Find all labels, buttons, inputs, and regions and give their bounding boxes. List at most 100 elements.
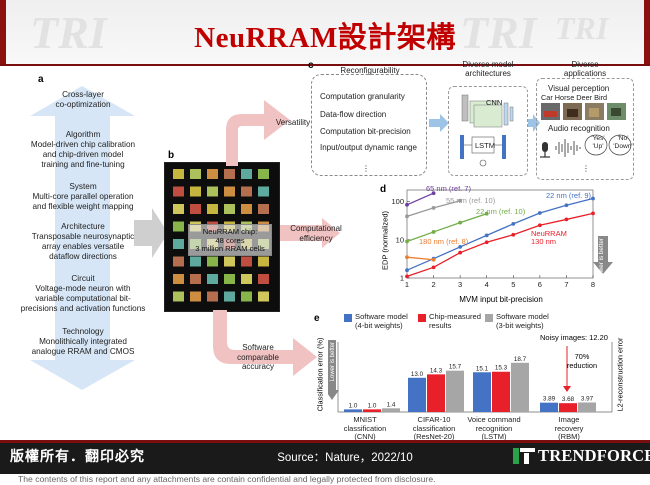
arrow-right-icon (429, 114, 449, 132)
d-point (537, 223, 542, 228)
e-legend-label: Software model(3-bit weights) (496, 312, 549, 330)
chip-core (190, 274, 201, 284)
d-point (405, 274, 409, 279)
arrow-accuracy-icon (213, 310, 317, 376)
d-series-line (406, 213, 487, 243)
d-series-line (406, 192, 434, 206)
d-point (564, 203, 569, 208)
chip-core (173, 221, 184, 232)
e-bar (559, 403, 577, 412)
e-bar (540, 402, 558, 412)
arrow-efficiency-icon (280, 218, 340, 248)
reconfig-item: Computation bit-precision (320, 127, 411, 136)
watermark-logo: TRI (460, 7, 537, 58)
d-series-label: 180 nm (ref. 8) (419, 237, 469, 246)
chip-core (190, 169, 201, 179)
d-point (511, 232, 516, 237)
arrow-versatility-icon (226, 100, 290, 166)
chip-core (224, 169, 235, 179)
e-bar-value: 3.68 (562, 396, 575, 403)
d-xtick-label: 7 (564, 280, 568, 289)
e-bar (382, 408, 400, 412)
chip-core (207, 204, 218, 214)
arrow-right-icon (134, 208, 168, 258)
e-bar-value: 15.3 (495, 365, 508, 372)
audio-no-down: 'No''Down' (612, 135, 634, 151)
header-band (0, 0, 650, 64)
reconfig-item: Input/output dynamic range (320, 143, 417, 152)
speech-bubbles-icon (584, 134, 632, 156)
d-point (405, 214, 409, 219)
versatility-label: Versatility (275, 118, 311, 127)
d-point (484, 240, 489, 245)
panel-letter-d: d (380, 184, 387, 195)
chip-core (258, 204, 269, 214)
d-point (511, 221, 516, 226)
apps-ellipsis: ⋮ (582, 164, 590, 173)
panel-letter-c: c (308, 60, 314, 71)
panel-letter-e: e (314, 313, 320, 324)
e-bar-value: 15.7 (449, 364, 462, 371)
d-point (405, 239, 409, 244)
d-point (537, 211, 542, 215)
visual-perception-title: Visual perception (548, 84, 610, 93)
e-bar (473, 372, 491, 412)
e-lower-label: Lower is better (330, 342, 336, 381)
d-xlabel: MVM input bit-precision (459, 295, 543, 304)
brand-name: TRENDFORCE (538, 446, 650, 465)
d-ytick-label: 100 (391, 197, 404, 206)
footer-strip (0, 440, 650, 443)
d-point (405, 268, 409, 273)
reconfig-item: Computation granularity (320, 92, 405, 101)
applications-box (536, 78, 634, 180)
d-lower-arrowhead (593, 262, 613, 274)
d-xtick-label: 8 (591, 280, 595, 289)
e-bar-value: 13.0 (411, 371, 424, 378)
chip-core (224, 274, 235, 284)
chip-core (241, 186, 252, 197)
d-point (405, 202, 409, 207)
chip-core (224, 186, 235, 197)
e-bar (446, 370, 464, 412)
d-point (431, 230, 436, 234)
e-bar (578, 402, 596, 412)
chip-core (190, 204, 201, 214)
audio-waveform-icon (540, 139, 581, 158)
chip-core (190, 256, 201, 267)
e-bar-value: 15.1 (476, 365, 489, 372)
arrow-right-icon (528, 114, 540, 132)
e-legend-swatch (485, 314, 493, 322)
d-xtick-label: 3 (458, 280, 462, 289)
lstm-label: LSTM (475, 141, 496, 150)
disclaimer: The contents of this report and any atta… (18, 474, 436, 484)
e-bar (363, 409, 381, 412)
chip-core (173, 274, 184, 284)
e-bar (344, 409, 362, 412)
d-xtick-label: 6 (538, 280, 542, 289)
d-point (484, 211, 489, 216)
chip-core (190, 291, 201, 302)
chip-core (224, 204, 235, 214)
cnn-label: CNN (486, 98, 503, 107)
chip-core (173, 291, 184, 302)
watermark-logo: TRI (30, 7, 107, 58)
audio-up: 'Up' (592, 143, 604, 150)
d-point (591, 196, 595, 201)
header-corner-left (0, 0, 6, 64)
d-xtick-label: 2 (431, 280, 435, 289)
